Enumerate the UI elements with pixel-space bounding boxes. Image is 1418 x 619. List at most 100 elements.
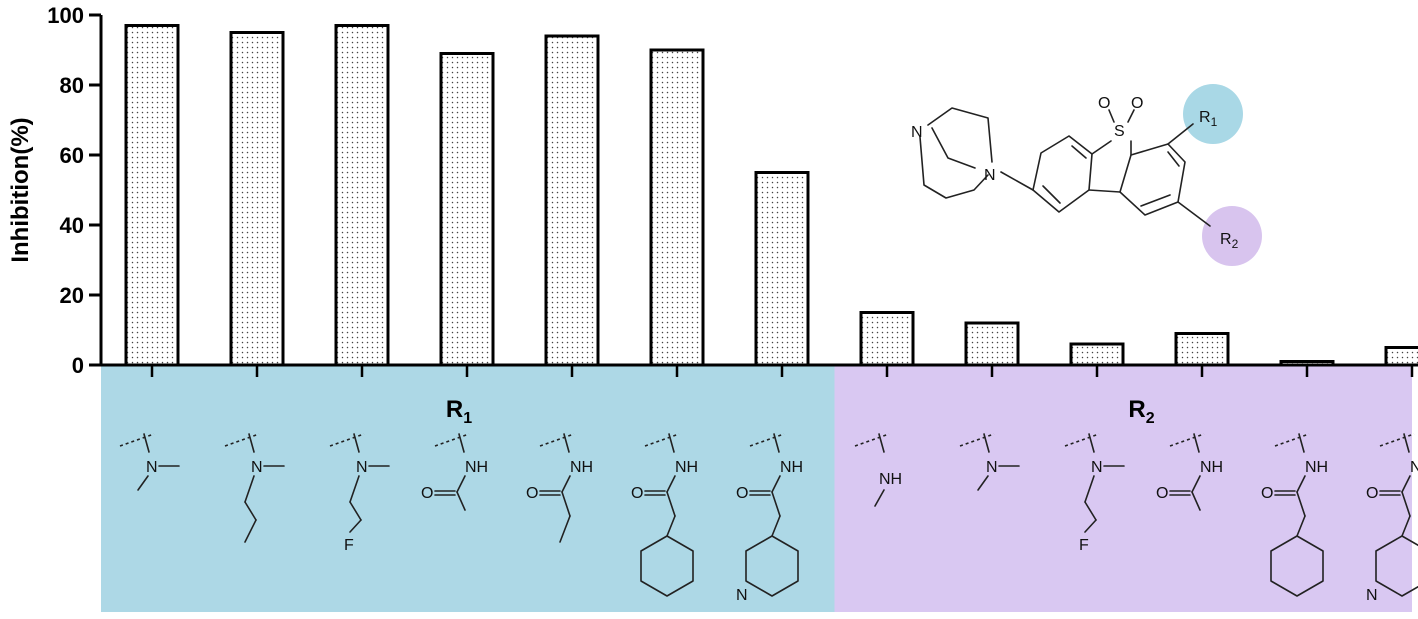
bond xyxy=(1296,491,1306,517)
attachment-dash xyxy=(854,433,890,447)
attachment-bond xyxy=(668,433,675,453)
atom-f: F xyxy=(344,537,354,554)
substituent-13: NH O N xyxy=(1366,433,1418,604)
substituent-12: NHO xyxy=(1261,433,1328,597)
attachment-dash xyxy=(959,433,995,447)
phenyl-ring xyxy=(1270,535,1324,597)
substituent-3: NF xyxy=(329,433,390,554)
bond xyxy=(1084,519,1097,533)
bar-4 xyxy=(439,52,495,367)
attachment-dash xyxy=(224,433,260,447)
atom-o: O xyxy=(526,485,538,502)
bond xyxy=(456,475,466,493)
attachment-dash xyxy=(1064,433,1100,447)
attachment-dash xyxy=(329,433,365,447)
bond xyxy=(1401,515,1411,537)
bar-3 xyxy=(334,24,390,367)
atom-nh: NH xyxy=(1305,459,1328,476)
bond xyxy=(1191,491,1201,511)
bond xyxy=(1401,491,1411,517)
bond xyxy=(1191,475,1201,493)
attachment-dash xyxy=(644,433,680,447)
attachment-bond xyxy=(563,433,570,453)
nitrogen-atom-bridge: N xyxy=(911,124,923,141)
right-ring-double-bond-2 xyxy=(1140,194,1171,207)
ring-fusion-bond xyxy=(1088,189,1121,193)
attachment-bond xyxy=(458,433,465,453)
bar-6 xyxy=(649,48,705,367)
atom-o: O xyxy=(1156,485,1168,502)
bond xyxy=(137,475,149,491)
bar-9 xyxy=(964,321,1020,367)
bond xyxy=(1401,475,1411,493)
so-bond-2 xyxy=(1127,109,1135,123)
bond xyxy=(666,515,676,537)
atom-f: F xyxy=(1079,537,1089,554)
bond xyxy=(666,491,676,517)
amine-ring-upper xyxy=(927,107,993,163)
pyridine-ring xyxy=(1375,535,1418,597)
y-tick-label-60: 60 xyxy=(60,143,84,168)
group-label-2: R2 xyxy=(1128,396,1154,427)
atom-n-pyridine: N xyxy=(736,587,748,604)
attachment-bond xyxy=(1403,433,1410,453)
bond xyxy=(349,519,362,533)
attachment-dash xyxy=(749,433,785,447)
pyridine-ring xyxy=(745,535,799,597)
r1-inset-label: R1 xyxy=(1199,109,1218,129)
y-tick-label-100: 100 xyxy=(47,3,84,28)
atom-nh: NH xyxy=(879,471,902,488)
nitrogen-atom-aryl: N xyxy=(984,167,996,184)
bond xyxy=(874,489,885,507)
atom-n: N xyxy=(986,459,998,476)
bond xyxy=(771,515,781,537)
atom-n-pyridine: N xyxy=(1366,587,1378,604)
substituent-4: NHO xyxy=(421,433,488,511)
bond xyxy=(349,501,362,521)
substituent-8: NH xyxy=(854,433,902,507)
group-label-1: R1 xyxy=(446,396,472,427)
bond xyxy=(244,475,255,503)
substituent-9: N xyxy=(959,433,1020,491)
substituent-2: N xyxy=(224,433,285,543)
atom-nh: NH xyxy=(675,459,698,476)
s-bond-left xyxy=(1091,140,1112,155)
left-ring-double-bond-1 xyxy=(1042,185,1061,204)
atom-nh: NH xyxy=(465,459,488,476)
attachment-bond xyxy=(1193,433,1200,453)
n-aryl-bond xyxy=(1000,171,1034,191)
bar-2 xyxy=(229,31,285,367)
attachment-bond xyxy=(773,433,780,453)
amine-ring-lower xyxy=(919,136,989,199)
left-ring-double-bond-2 xyxy=(1071,145,1087,159)
atom-nh: NH xyxy=(570,459,593,476)
bars xyxy=(124,24,1418,367)
bond xyxy=(771,475,781,493)
atom-o: O xyxy=(736,485,748,502)
r1-highlight xyxy=(1183,84,1243,144)
bond xyxy=(349,475,360,503)
bond xyxy=(456,491,466,511)
r2-inset-label: R2 xyxy=(1220,231,1239,251)
substituent-1: N xyxy=(119,433,180,491)
bond xyxy=(561,491,571,517)
atom-n: N xyxy=(356,459,368,476)
bond xyxy=(666,475,676,493)
substituent-6: NH O xyxy=(631,433,698,597)
oxygen-atom-2: O xyxy=(1131,95,1143,112)
substituent-structures: NNNFNHONHONHONHONNHNNFNHONHONHON xyxy=(119,433,1418,604)
substituent-11: NHO xyxy=(1156,433,1223,511)
attachment-bond xyxy=(1298,433,1305,453)
atom-o: O xyxy=(1366,485,1378,502)
attachment-dash xyxy=(539,433,575,447)
bond xyxy=(771,491,781,517)
attachment-bond xyxy=(1088,433,1095,453)
bar-5 xyxy=(544,34,600,367)
atom-o: O xyxy=(631,485,643,502)
group-band-1 xyxy=(101,365,835,612)
y-tick-label-20: 20 xyxy=(60,283,84,308)
atom-nh: NH xyxy=(1410,459,1418,476)
atom-n: N xyxy=(1091,459,1103,476)
